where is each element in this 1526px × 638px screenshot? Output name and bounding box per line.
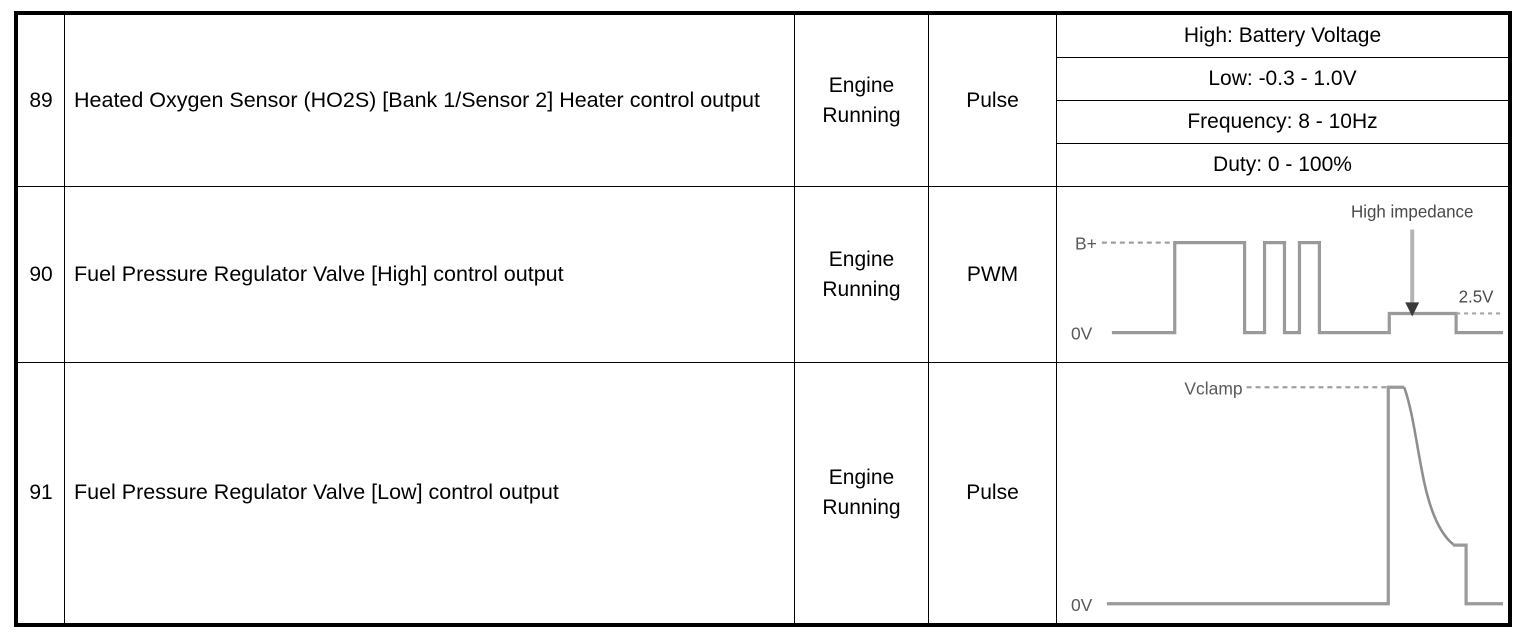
row-signal-type: Pulse (966, 481, 1019, 504)
table-row: 90 Fuel Pressure Regulator Valve [High] … (18, 187, 1508, 363)
row-description-cell: Fuel Pressure Regulator Valve [Low] cont… (65, 363, 795, 623)
row-signal-cell: Vclamp 0V (1057, 363, 1508, 623)
row-condition-cell: Engine Running (795, 187, 929, 362)
spec-line-duty: Duty: 0 - 100% (1213, 153, 1352, 176)
row-signal-cell: High: Battery Voltage Low: -0.3 - 1.0V F… (1057, 15, 1508, 186)
flyback-waveform-diagram: Vclamp 0V (1071, 378, 1504, 615)
row-condition-cell: Engine Running (795, 15, 929, 186)
waveform-label-zero-volt: 0V (1071, 595, 1093, 615)
flyback-plateau-and-fall-trace (1453, 543, 1504, 606)
row-number: 89 (29, 88, 53, 112)
waveform-label-high-impedance: High impedance (1351, 202, 1473, 221)
row-number-cell: 91 (18, 363, 65, 623)
row-signal-type-cell: Pulse (929, 363, 1057, 623)
pwm-waveform-diagram: B+ 0V High impedance 2.5V (1071, 202, 1504, 344)
spec-line-frequency: Frequency: 8 - 10Hz (1057, 101, 1508, 144)
waveform-label-b-plus: B+ (1075, 234, 1097, 254)
flyback-rise-trace (1106, 385, 1405, 606)
waveform-label-zero-volt: 0V (1071, 324, 1093, 344)
row-condition: Engine Running (822, 466, 901, 519)
flyback-decay-curve (1403, 386, 1455, 547)
row-description: Fuel Pressure Regulator Valve [Low] cont… (74, 480, 559, 505)
row-description: Heated Oxygen Sensor (HO2S) [Bank 1/Sens… (74, 87, 760, 112)
spec-list: High: Battery Voltage Low: -0.3 - 1.0V F… (1057, 15, 1508, 186)
row-number: 90 (29, 262, 53, 286)
waveform-label-vclamp: Vclamp (1184, 378, 1242, 398)
row-number-cell: 90 (18, 187, 65, 362)
high-impedance-arrow-head (1405, 302, 1420, 317)
pwm-signal-trace (1111, 241, 1504, 335)
spec-line-high: High: Battery Voltage (1057, 15, 1508, 58)
row-description: Fuel Pressure Regulator Valve [High] con… (74, 261, 564, 286)
row-condition: Engine Running (822, 73, 901, 127)
row-signal-type-cell: PWM (929, 187, 1057, 362)
row-number-cell: 89 (18, 15, 65, 186)
spec-line-low: Low: -0.3 - 1.0V (1057, 58, 1508, 101)
row-description-cell: Fuel Pressure Regulator Valve [High] con… (65, 187, 795, 362)
waveform-label-two-point-five-volt: 2.5V (1459, 287, 1494, 306)
row-condition: Engine Running (822, 247, 901, 301)
row-number: 91 (29, 481, 53, 504)
row-signal-type-cell: Pulse (929, 15, 1057, 186)
row-description-cell: Heated Oxygen Sensor (HO2S) [Bank 1/Sens… (65, 15, 795, 186)
signal-specification-table: 89 Heated Oxygen Sensor (HO2S) [Bank 1/S… (14, 11, 1512, 627)
table-row: 91 Fuel Pressure Regulator Valve [Low] c… (18, 363, 1508, 623)
row-signal-type: Pulse (966, 88, 1019, 112)
row-condition-cell: Engine Running (795, 363, 929, 623)
row-signal-type: PWM (966, 262, 1019, 286)
table-row: 89 Heated Oxygen Sensor (HO2S) [Bank 1/S… (18, 15, 1508, 187)
row-signal-cell: B+ 0V High impedance 2.5V (1057, 187, 1508, 362)
